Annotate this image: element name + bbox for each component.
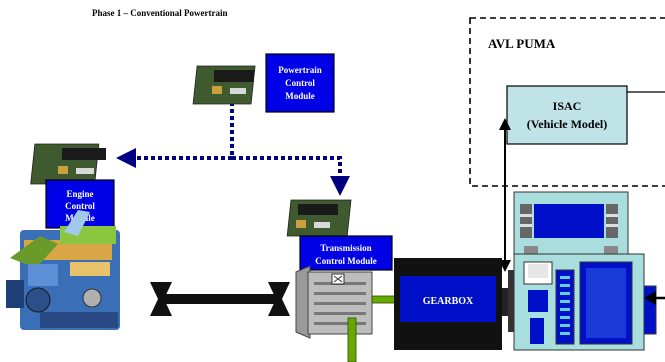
avl-puma-label: AVL PUMA — [488, 36, 556, 51]
powertrain-control-module-label[interactable]: Powertrain Control Module — [265, 53, 335, 113]
svg-text:Module: Module — [285, 91, 315, 101]
svg-text:Control: Control — [285, 78, 315, 88]
isac-title: ISAC — [553, 99, 582, 113]
control-comm-links — [116, 102, 350, 196]
engine-illustration — [6, 210, 120, 330]
svg-text:Control Module: Control Module — [315, 256, 377, 266]
diagram-title: Phase 1 – Conventional Powertrain — [92, 8, 228, 18]
engine-control-module-board — [30, 143, 106, 185]
transmission-control-module-board — [286, 199, 352, 237]
dynamometer — [513, 191, 657, 351]
transmission-control-module-label[interactable]: Transmission Control Module — [299, 235, 393, 271]
svg-text:Transmission: Transmission — [320, 243, 371, 253]
gearbox-block[interactable]: GEARBOX — [394, 258, 502, 350]
powertrain-control-module-board — [192, 65, 256, 105]
dyno-input-arrow — [644, 291, 665, 305]
svg-text:Control: Control — [65, 201, 95, 211]
electric-motor-unit — [295, 265, 373, 339]
avl-puma-region: AVL PUMA — [469, 17, 665, 187]
isac-subtitle: (Vehicle Model) — [527, 117, 608, 131]
gearbox-label: GEARBOX — [423, 296, 474, 307]
isac-vehicle-model-box[interactable]: ISAC (Vehicle Model) — [506, 85, 628, 145]
svg-text:Engine: Engine — [66, 189, 93, 199]
drive-shaft — [150, 282, 290, 316]
svg-text:Powertrain: Powertrain — [278, 65, 321, 75]
